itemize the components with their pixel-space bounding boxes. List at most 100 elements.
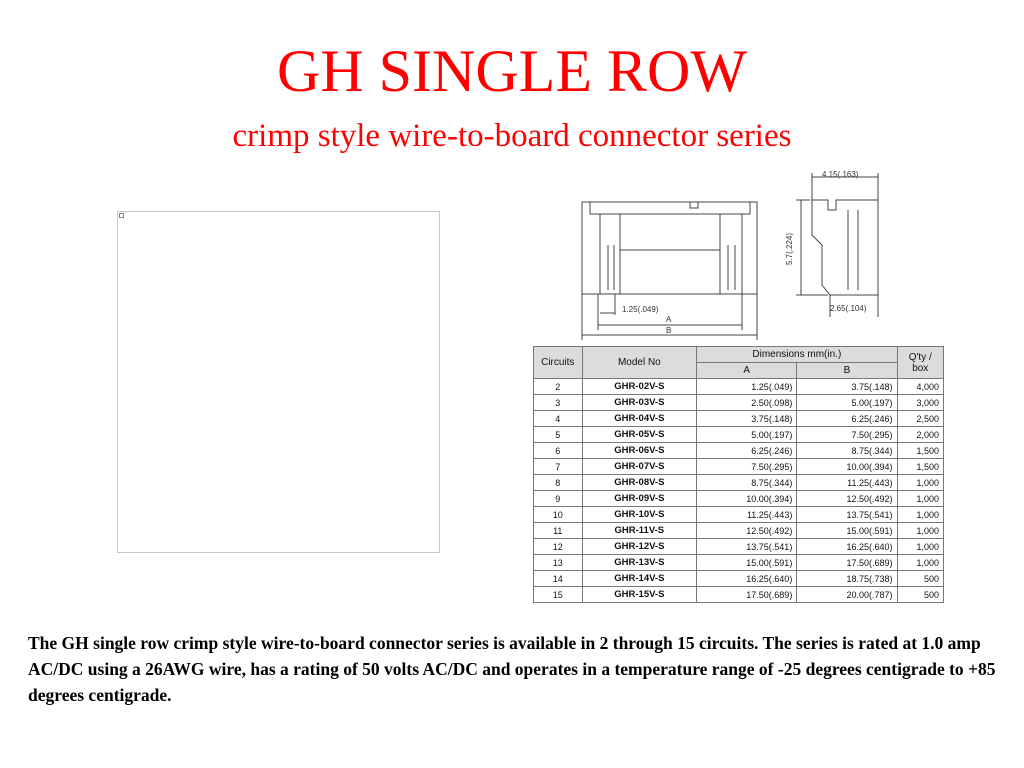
cell-qty: 1,000	[896, 474, 944, 491]
cell-b: 15.00(.591)	[796, 522, 898, 539]
cell-qty: 500	[896, 586, 944, 603]
connector-drawing-svg: 1.25(.049) A B 4.15(.163) 5.7(.224) 2.65…	[581, 170, 879, 340]
cell-b: 18.75(.738)	[796, 570, 898, 587]
header-a: A	[696, 362, 798, 379]
description-text: The GH single row crimp style wire-to-bo…	[28, 633, 996, 705]
cell-circuits: 9	[533, 490, 583, 507]
cell-model: GHR-14V-S	[581, 570, 698, 587]
cell-qty: 1,000	[896, 554, 944, 571]
cell-b: 12.50(.492)	[796, 490, 898, 507]
cell-b: 6.25(.246)	[796, 410, 898, 427]
cell-circuits: 7	[533, 458, 583, 475]
cell-model: GHR-06V-S	[581, 442, 698, 459]
cell-model: GHR-10V-S	[581, 506, 698, 523]
cell-circuits: 13	[533, 554, 583, 571]
cell-qty: 1,000	[896, 506, 944, 523]
cell-model: GHR-07V-S	[581, 458, 698, 475]
cell-b: 8.75(.344)	[796, 442, 898, 459]
dim-b-label: B	[666, 326, 671, 335]
cell-b: 13.75(.541)	[796, 506, 898, 523]
cell-a: 10.00(.394)	[696, 490, 798, 507]
cell-circuits: 10	[533, 506, 583, 523]
dim-pitch-label: 1.25(.049)	[622, 305, 659, 314]
cell-model: GHR-09V-S	[581, 490, 698, 507]
cell-a: 3.75(.148)	[696, 410, 798, 427]
cell-circuits: 3	[533, 394, 583, 411]
side-view	[796, 173, 879, 317]
cell-circuits: 15	[533, 586, 583, 603]
cell-circuits: 14	[533, 570, 583, 587]
cell-qty: 500	[896, 570, 944, 587]
cell-qty: 2,000	[896, 426, 944, 443]
cell-qty: 1,000	[896, 522, 944, 539]
cell-qty: 2,500	[896, 410, 944, 427]
cell-a: 16.25(.640)	[696, 570, 798, 587]
cell-a: 13.75(.541)	[696, 538, 798, 555]
cell-b: 11.25(.443)	[796, 474, 898, 491]
cell-a: 12.50(.492)	[696, 522, 798, 539]
cell-circuits: 6	[533, 442, 583, 459]
header-circuits: Circuits	[533, 346, 583, 379]
broken-image-icon	[119, 213, 124, 218]
cell-model: GHR-08V-S	[581, 474, 698, 491]
cell-model: GHR-15V-S	[581, 586, 698, 603]
cell-b: 16.25(.640)	[796, 538, 898, 555]
cell-a: 5.00(.197)	[696, 426, 798, 443]
cell-qty: 1,500	[896, 458, 944, 475]
cell-b: 5.00(.197)	[796, 394, 898, 411]
connector-drawing: 1.25(.049) A B 4.15(.163) 5.7(.224) 2.65…	[560, 165, 890, 345]
cell-b: 17.50(.689)	[796, 554, 898, 571]
cell-model: GHR-04V-S	[581, 410, 698, 427]
dim-a-label: A	[666, 315, 672, 324]
cell-model: GHR-13V-S	[581, 554, 698, 571]
specs-table: Circuits Model No Dimensions mm(in.) Q't…	[533, 346, 944, 603]
cell-a: 6.25(.246)	[696, 442, 798, 459]
front-view	[581, 201, 758, 340]
cell-model: GHR-12V-S	[581, 538, 698, 555]
cell-a: 15.00(.591)	[696, 554, 798, 571]
dim-base-label: 2.65(.104)	[830, 304, 867, 313]
cell-qty: 4,000	[896, 378, 944, 395]
cell-qty: 1,000	[896, 490, 944, 507]
header-dimensions: Dimensions mm(in.)	[696, 346, 898, 363]
header-model: Model No	[581, 346, 698, 379]
slide-subtitle: crimp style wire-to-board connector seri…	[232, 118, 792, 154]
cell-b: 7.50(.295)	[796, 426, 898, 443]
cell-qty: 1,500	[896, 442, 944, 459]
cell-a: 2.50(.098)	[696, 394, 798, 411]
cell-model: GHR-03V-S	[581, 394, 698, 411]
cell-a: 11.25(.443)	[696, 506, 798, 523]
cell-circuits: 8	[533, 474, 583, 491]
cell-circuits: 4	[533, 410, 583, 427]
cell-model: GHR-02V-S	[581, 378, 698, 395]
cell-qty: 1,000	[896, 538, 944, 555]
dim-width-label: 4.15(.163)	[822, 170, 859, 179]
header-b: B	[796, 362, 898, 379]
cell-b: 20.00(.787)	[796, 586, 898, 603]
cell-a: 8.75(.344)	[696, 474, 798, 491]
cell-b: 10.00(.394)	[796, 458, 898, 475]
cell-circuits: 12	[533, 538, 583, 555]
cell-b: 3.75(.148)	[796, 378, 898, 395]
image-placeholder	[117, 211, 440, 553]
cell-qty: 3,000	[896, 394, 944, 411]
cell-a: 1.25(.049)	[696, 378, 798, 395]
cell-circuits: 11	[533, 522, 583, 539]
slide-title: GH SINGLE ROW	[277, 38, 747, 104]
cell-model: GHR-05V-S	[581, 426, 698, 443]
cell-circuits: 2	[533, 378, 583, 395]
header-qty: Q'ty / box	[896, 346, 944, 379]
cell-a: 7.50(.295)	[696, 458, 798, 475]
